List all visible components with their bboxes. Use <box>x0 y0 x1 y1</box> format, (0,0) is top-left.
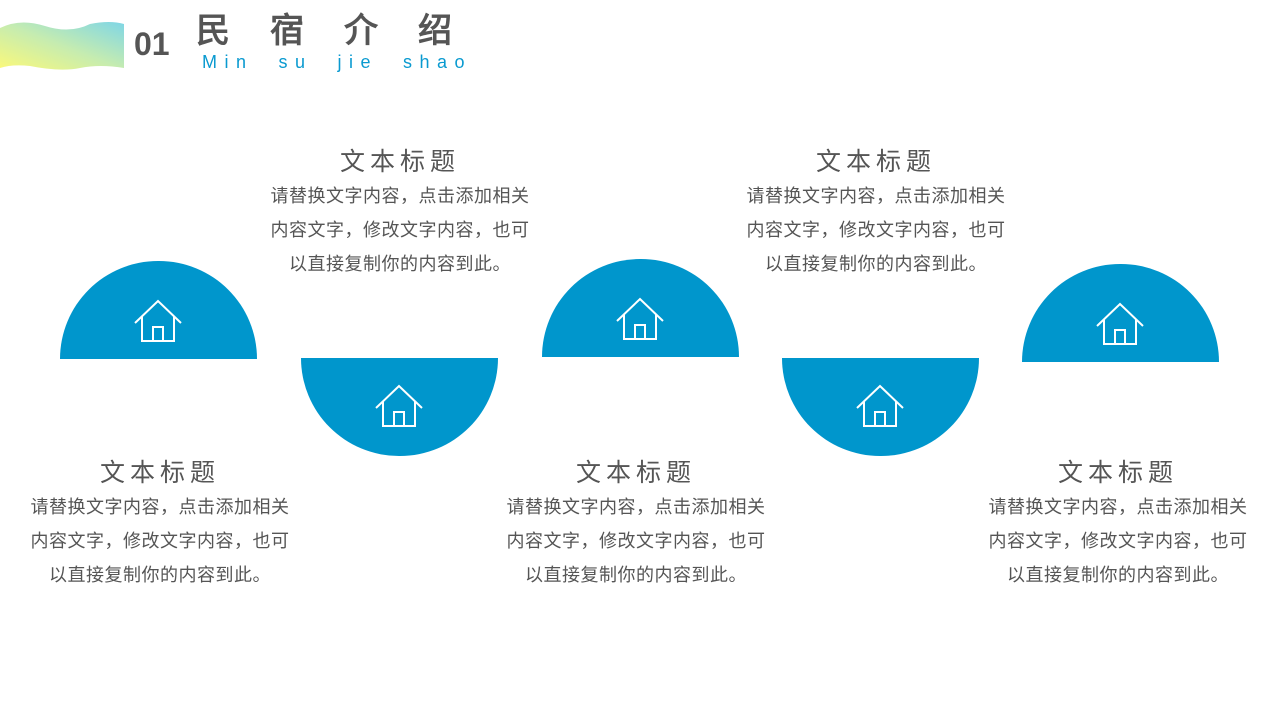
text-block-3: 文本标题请替换文字内容，点击添加相关内容文字，修改文字内容，也可以直接复制你的内… <box>504 455 768 593</box>
semicircle-5 <box>1022 264 1219 362</box>
block-title: 文本标题 <box>575 458 696 487</box>
semicircle-1 <box>60 261 257 359</box>
block-title: 文本标题 <box>99 458 220 487</box>
semicircle-2 <box>301 358 498 456</box>
block-title: 文本标题 <box>339 147 460 176</box>
block-body: 请替换文字内容，点击添加相关内容文字，修改文字内容，也可以直接复制你的内容到此。 <box>270 186 530 275</box>
block-body: 请替换文字内容，点击添加相关内容文字，修改文字内容，也可以直接复制你的内容到此。 <box>30 497 290 586</box>
house-icon <box>616 297 664 340</box>
house-icon <box>375 384 423 427</box>
text-block-5: 文本标题请替换文字内容，点击添加相关内容文字，修改文字内容，也可以直接复制你的内… <box>986 455 1250 593</box>
semicircle-4 <box>782 358 979 456</box>
house-icon <box>1096 302 1144 345</box>
text-block-1: 文本标题请替换文字内容，点击添加相关内容文字，修改文字内容，也可以直接复制你的内… <box>28 455 292 593</box>
block-title: 文本标题 <box>1057 458 1178 487</box>
house-icon <box>134 299 182 342</box>
block-body: 请替换文字内容，点击添加相关内容文字，修改文字内容，也可以直接复制你的内容到此。 <box>506 497 766 586</box>
house-icon <box>856 384 904 427</box>
text-block-4: 文本标题请替换文字内容，点击添加相关内容文字，修改文字内容，也可以直接复制你的内… <box>744 144 1008 282</box>
block-body: 请替换文字内容，点击添加相关内容文字，修改文字内容，也可以直接复制你的内容到此。 <box>746 186 1006 275</box>
semicircle-3 <box>542 259 739 357</box>
decorative-wave <box>0 22 124 70</box>
text-block-2: 文本标题请替换文字内容，点击添加相关内容文字，修改文字内容，也可以直接复制你的内… <box>268 144 532 282</box>
section-number: 01 <box>134 26 170 62</box>
page-subtitle: Min su jie shao <box>202 52 473 72</box>
page-title: 民宿介绍 <box>196 11 492 51</box>
block-body: 请替换文字内容，点击添加相关内容文字，修改文字内容，也可以直接复制你的内容到此。 <box>988 497 1248 586</box>
block-title: 文本标题 <box>815 147 936 176</box>
